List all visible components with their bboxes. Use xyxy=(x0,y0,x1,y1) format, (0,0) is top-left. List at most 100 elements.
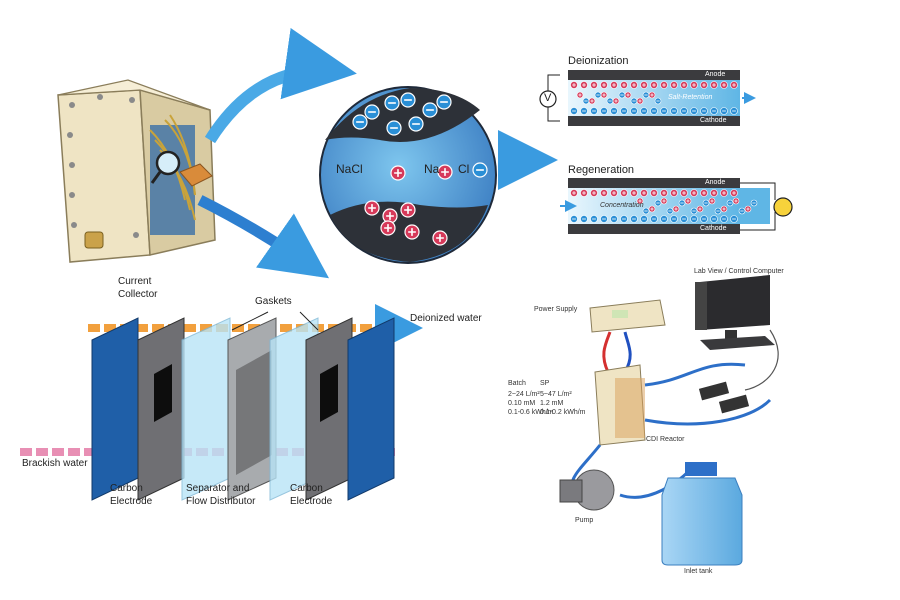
anion-icon xyxy=(640,107,648,115)
cation-icon xyxy=(570,81,578,89)
nacl-label: NaCl xyxy=(336,162,363,176)
anion-icon xyxy=(620,215,628,223)
anion-icon xyxy=(714,207,722,215)
cation-icon xyxy=(630,189,638,197)
cation-icon xyxy=(610,81,618,89)
anion-icon xyxy=(654,97,662,105)
cation-icon xyxy=(730,81,738,89)
curved-arrow-to-sphere xyxy=(204,27,357,144)
cation-icon xyxy=(624,91,632,99)
cation-icon xyxy=(630,81,638,89)
anion-icon xyxy=(720,107,728,115)
cation-icon xyxy=(390,165,406,181)
cation-icon xyxy=(670,189,678,197)
voltage-source xyxy=(539,90,557,108)
anion-icon xyxy=(654,199,662,207)
anion-icon xyxy=(436,94,452,110)
anion-icon xyxy=(630,107,638,115)
cl-ion-label: Cl xyxy=(458,162,470,176)
cation-icon xyxy=(700,189,708,197)
anion-icon xyxy=(650,215,658,223)
cation-icon xyxy=(672,205,680,213)
deionization-title: Deionization xyxy=(568,55,629,67)
cation-icon xyxy=(730,189,738,197)
anion-icon xyxy=(352,114,368,130)
anion-icon xyxy=(642,207,650,215)
computer-label: Lab View / Control Computer xyxy=(694,268,784,275)
anion-icon xyxy=(680,107,688,115)
pump-label: Pump xyxy=(575,517,594,524)
light-bulb-icon xyxy=(773,197,793,217)
anion-icon xyxy=(630,215,638,223)
sp-title: SP xyxy=(540,380,550,387)
anion-icon xyxy=(700,107,708,115)
brackish-water-label: Brackish water xyxy=(22,458,88,469)
anion-icon xyxy=(386,120,402,136)
cation-icon xyxy=(720,81,728,89)
carbon-electrode-right-label: Carbon Electrode xyxy=(290,483,333,507)
carbon-electrode-left-label: Carbon Electrode xyxy=(110,483,153,507)
curved-arrow-to-stack xyxy=(197,195,330,279)
anion-icon xyxy=(702,199,710,207)
cation-icon xyxy=(700,81,708,89)
cation-icon xyxy=(636,97,644,105)
current-collector-label: Current Collector xyxy=(118,276,158,300)
cation-icon xyxy=(588,97,596,105)
cation-icon xyxy=(636,197,644,205)
cation-icon xyxy=(404,224,420,240)
cation-icon xyxy=(612,97,620,105)
anion-icon xyxy=(606,97,614,105)
anion-icon xyxy=(384,95,400,111)
anion-icon xyxy=(710,215,718,223)
cation-icon xyxy=(696,205,704,213)
anion-icon xyxy=(580,215,588,223)
anion-icon xyxy=(630,97,638,105)
cation-icon xyxy=(710,189,718,197)
cation-icon xyxy=(590,189,598,197)
cdi-reactor-illustration xyxy=(57,79,216,263)
cation-icon xyxy=(610,189,618,197)
anion-icon xyxy=(600,215,608,223)
anion-icon xyxy=(678,199,686,207)
cation-icon xyxy=(650,189,658,197)
batch-title: Batch xyxy=(508,380,526,387)
cation-icon xyxy=(680,189,688,197)
anion-icon xyxy=(730,107,738,115)
deionization-anode-label: Anode xyxy=(705,71,726,78)
anion-icon xyxy=(670,215,678,223)
cation-icon xyxy=(670,81,678,89)
cation-icon xyxy=(600,91,608,99)
cdi-stack xyxy=(20,304,423,501)
anion-icon xyxy=(610,107,618,115)
cation-icon xyxy=(620,81,628,89)
sp-values: 5~47 L/m² 1.2 mM 0.1-0.2 kWh/m xyxy=(540,391,586,417)
anion-icon xyxy=(680,215,688,223)
cation-icon xyxy=(690,189,698,197)
cation-icon xyxy=(640,81,648,89)
cation-icon xyxy=(364,200,380,216)
cation-icon xyxy=(684,197,692,205)
na-ion-label: Na xyxy=(424,162,440,176)
cation-icon xyxy=(590,81,598,89)
batch-values: 2~24 L/m² 0.10 mM 0.1-0.6 kWh/m xyxy=(508,391,554,417)
inlet-tank-label: Inlet tank xyxy=(684,568,713,575)
anion-icon xyxy=(690,207,698,215)
cation-icon xyxy=(680,81,688,89)
anion-icon xyxy=(594,91,602,99)
anion-icon xyxy=(570,107,578,115)
cation-icon xyxy=(580,81,588,89)
anion-icon xyxy=(730,215,738,223)
cation-icon xyxy=(600,189,608,197)
anion-icon xyxy=(620,107,628,115)
cation-icon xyxy=(720,205,728,213)
anion-icon xyxy=(408,116,424,132)
anion-icon xyxy=(738,207,746,215)
regeneration-channel-label: Concentration xyxy=(600,202,644,209)
anion-icon xyxy=(364,104,380,120)
cation-icon xyxy=(640,189,648,197)
anion-icon xyxy=(400,92,416,108)
gaskets-label: Gaskets xyxy=(255,296,292,307)
anion-icon xyxy=(422,102,438,118)
cation-icon xyxy=(380,220,396,236)
anion-icon xyxy=(670,107,678,115)
